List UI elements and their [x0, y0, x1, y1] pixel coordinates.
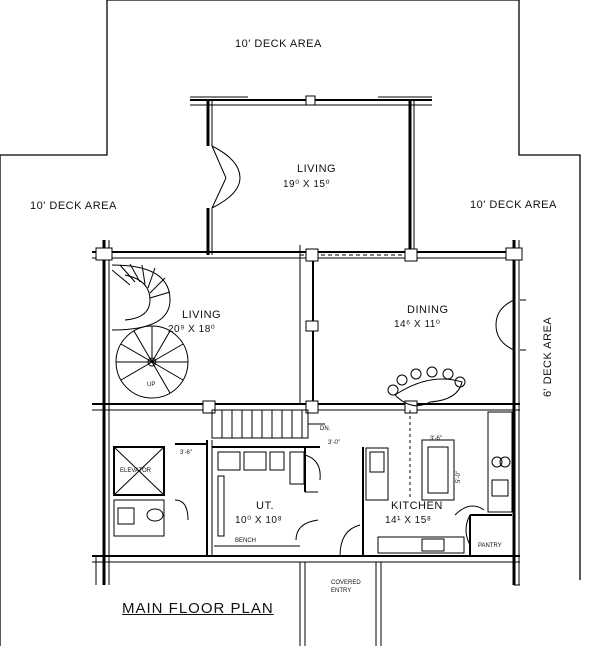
dim-50-label: 5'-0" — [456, 471, 462, 483]
living-upper-name: LIVING — [297, 163, 337, 175]
covered-entry-line1: COVERED — [331, 580, 361, 586]
pantry-label: PANTRY — [478, 543, 502, 549]
kitchen-name: KITCHEN — [391, 500, 443, 512]
bench-label: BENCH — [235, 538, 257, 544]
living-lower-name: LIVING — [182, 309, 222, 321]
dining-dim: 14⁶ X 11⁰ — [394, 319, 441, 330]
deck-left-label: 10' DECK AREA — [30, 200, 117, 212]
straight-stair — [211, 409, 325, 439]
spiral-stair-lower — [115, 325, 189, 399]
utility-dim: 10⁰ X 10⁸ — [235, 515, 283, 526]
dining-name: DINING — [407, 304, 449, 316]
utility-name: UT. — [256, 500, 274, 512]
lower-rooms — [113, 410, 513, 557]
covered-entry-line2: ENTRY — [331, 588, 352, 594]
walkway — [95, 556, 520, 646]
deck-right-label: 10' DECK AREA — [470, 199, 557, 211]
kitchen-dim: 14¹ X 15⁸ — [385, 515, 432, 526]
plan-title: MAIN FLOOR PLAN — [122, 600, 274, 617]
deck-outline — [0, 0, 581, 646]
dining-table — [387, 366, 466, 407]
stair-up-label: UP — [147, 382, 156, 388]
dim-34-label: 3'-0" — [328, 440, 340, 446]
stair-dn-label: DN. — [320, 426, 331, 432]
elevator-label: ELEVATOR — [120, 468, 152, 474]
deck-side-label: 6' DECK AREA — [542, 316, 554, 397]
dim-36b-label: 3'-6" — [430, 436, 442, 442]
upper-living-walls — [190, 95, 432, 255]
spiral-stair-upper — [111, 263, 171, 331]
deck-top-label: 10' DECK AREA — [235, 38, 322, 50]
dim-36a-label: 3'-6" — [180, 450, 192, 456]
living-lower-dim: 20⁹ X 18⁰ — [168, 324, 216, 335]
main-walls — [92, 240, 526, 585]
living-upper-dim: 19⁰ X 15⁰ — [283, 179, 330, 190]
